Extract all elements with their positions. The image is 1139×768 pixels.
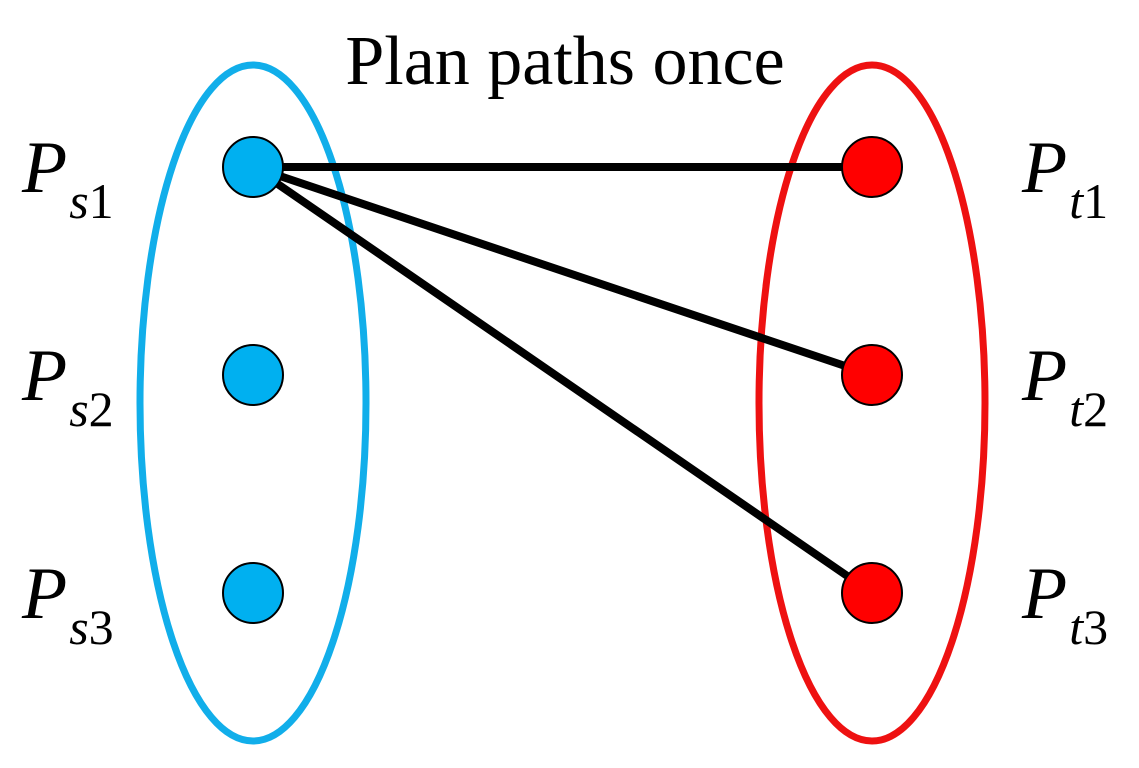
source-node-s2 [222, 344, 284, 406]
source-node-s1 [222, 136, 284, 198]
target-group-ellipse [755, 61, 989, 745]
edge-s1-t2 [249, 163, 876, 379]
diagram-title: Plan paths once [345, 23, 784, 100]
source-label-s3: Ps3 [21, 553, 114, 655]
nodes [222, 136, 903, 624]
edges [249, 163, 876, 597]
target-label-t3: Pt3 [1021, 553, 1108, 655]
target-label-t1: Pt1 [1021, 127, 1108, 229]
source-group-ellipse [136, 61, 370, 745]
target-node-t2 [841, 344, 903, 406]
source-node-s3 [222, 562, 284, 624]
target-label-t2: Pt2 [1021, 335, 1108, 437]
target-node-t3 [841, 562, 903, 624]
source-label-s1: Ps1 [21, 127, 114, 229]
edge-s1-t3 [249, 163, 876, 597]
source-label-s2: Ps2 [21, 335, 114, 437]
target-node-t1 [841, 136, 903, 198]
